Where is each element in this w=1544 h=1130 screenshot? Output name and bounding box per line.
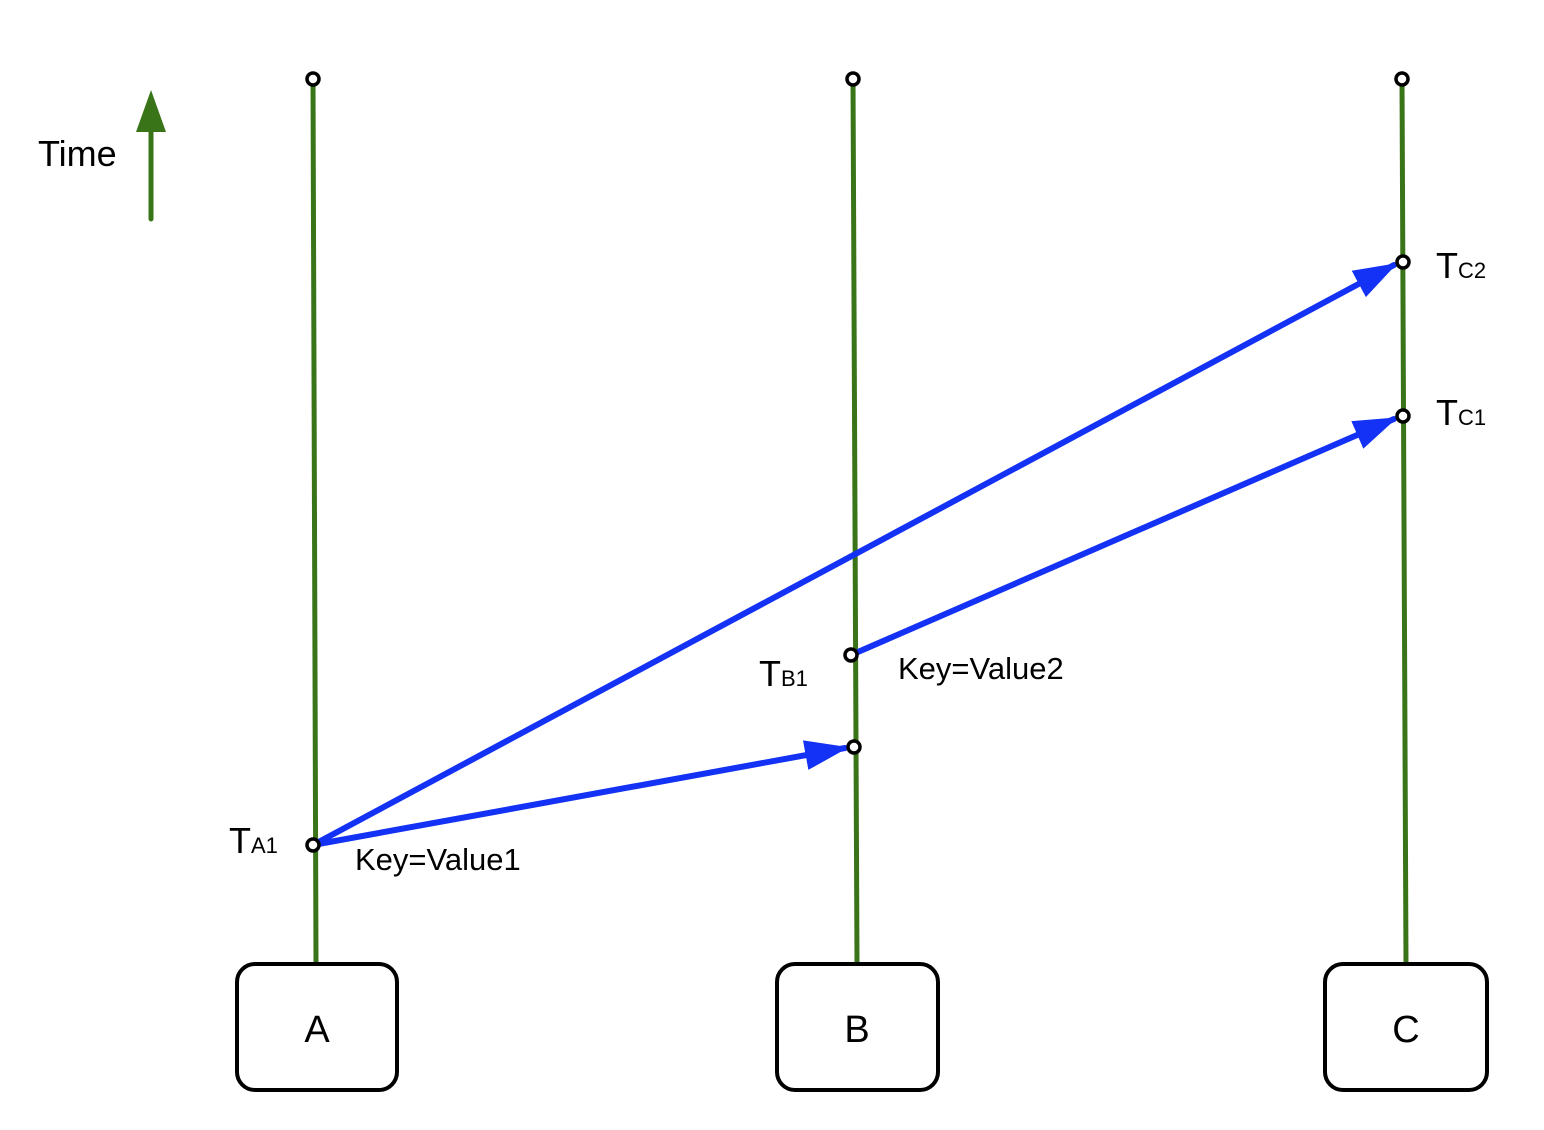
- event-label-ta1-sub: A1: [251, 833, 278, 858]
- timeline-c-line: [1399, 76, 1409, 967]
- messages: [310, 262, 1398, 848]
- node-label-b: B: [844, 1009, 869, 1051]
- timeline-a: [305, 71, 321, 967]
- event-label-tb1: TB1: [759, 653, 808, 694]
- event-dot-tb1: [843, 647, 859, 663]
- event-label-ta1: TA1: [229, 820, 278, 861]
- event-label-tc2-sub: C2: [1458, 258, 1486, 283]
- event-label-tc1-main: T: [1436, 392, 1458, 433]
- timeline-c-top-dot: [1394, 71, 1410, 87]
- message-arrow-b-to-c: [848, 416, 1398, 658]
- timeline-a-line: [310, 76, 319, 967]
- event-label-tc1: TC1: [1436, 392, 1486, 433]
- time-axis-label: Time: [38, 133, 117, 174]
- node-box-a: A: [235, 962, 399, 1092]
- event-label-tc2: TC2: [1436, 245, 1486, 286]
- message-label-value1: Key=Value1: [355, 842, 521, 877]
- message-arrow-a-to-c: [310, 262, 1398, 848]
- event-label-ta1-main: T: [229, 820, 251, 861]
- event-dot-b-receive: [846, 739, 862, 755]
- node-box-c: C: [1323, 962, 1489, 1092]
- time-arrow-head-icon: [136, 90, 166, 132]
- timeline-b-line: [850, 76, 860, 967]
- event-label-tb1-main: T: [759, 653, 781, 694]
- node-label-a: A: [304, 1009, 330, 1051]
- message-arrow-a-to-b: [310, 740, 849, 848]
- timeline-a-top-dot: [305, 71, 321, 87]
- event-dot-tc2: [1395, 254, 1411, 270]
- event-label-tb1-sub: B1: [781, 666, 808, 691]
- timeline-b-top-dot: [845, 71, 861, 87]
- node-label-c: C: [1392, 1009, 1419, 1051]
- node-box-b: B: [775, 962, 940, 1092]
- timeline-b: [845, 71, 861, 967]
- message-label-value2: Key=Value2: [898, 651, 1064, 686]
- event-dot-tc1: [1395, 408, 1411, 424]
- timeline-c: [1394, 71, 1410, 967]
- event-dot-ta1: [305, 837, 321, 853]
- event-label-tc2-main: T: [1436, 245, 1458, 286]
- time-axis: Time: [38, 90, 166, 222]
- event-label-tc1-sub: C1: [1458, 405, 1486, 430]
